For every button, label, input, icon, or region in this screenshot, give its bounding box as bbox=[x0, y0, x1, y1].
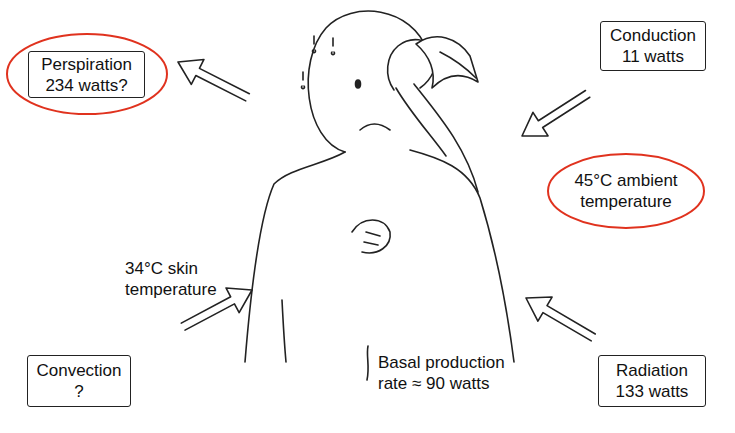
arm-line bbox=[414, 84, 478, 192]
heat-box: Conduction 11 watts bbox=[600, 21, 706, 71]
body-outline bbox=[410, 150, 514, 362]
heat-box: Radiation 133 watts bbox=[598, 355, 706, 407]
highlight-ellipse-node: 45°C ambient temperature bbox=[546, 152, 706, 230]
body-outline bbox=[245, 152, 345, 362]
sweat-drop bbox=[332, 38, 335, 55]
annotation-label: 34°C skin temperature bbox=[125, 258, 243, 300]
hand-outline bbox=[352, 220, 390, 253]
heat-arrow bbox=[172, 50, 254, 110]
eye bbox=[356, 80, 361, 88]
ellipse-outline bbox=[548, 154, 704, 228]
head-outline bbox=[308, 11, 428, 152]
mouth bbox=[360, 124, 390, 130]
heat-box: Convection ? bbox=[27, 355, 131, 407]
ellipse-outline bbox=[546, 152, 706, 230]
box-text: Radiation 133 watts bbox=[606, 360, 698, 402]
box-text: Convection ? bbox=[35, 360, 123, 402]
sweat-drop bbox=[302, 72, 305, 89]
cloth-fold bbox=[440, 52, 476, 78]
bracket bbox=[367, 346, 368, 380]
box-text: 45°C ambient temperature bbox=[560, 170, 692, 212]
box-text: Perspiration 234 watts? bbox=[36, 54, 137, 96]
heat-arrow bbox=[519, 286, 600, 350]
arm-line bbox=[396, 88, 446, 156]
arm-line bbox=[282, 300, 286, 362]
sweat-drop bbox=[313, 36, 316, 53]
box-text: Conduction 11 watts bbox=[608, 25, 698, 67]
cloth-outline bbox=[416, 37, 478, 88]
heat-arrow bbox=[514, 82, 595, 148]
annotation-label: Basal production rate ≈ 90 watts bbox=[378, 352, 518, 394]
highlight-ellipse bbox=[7, 34, 167, 114]
heat-box: Perspiration 234 watts? bbox=[28, 51, 145, 98]
